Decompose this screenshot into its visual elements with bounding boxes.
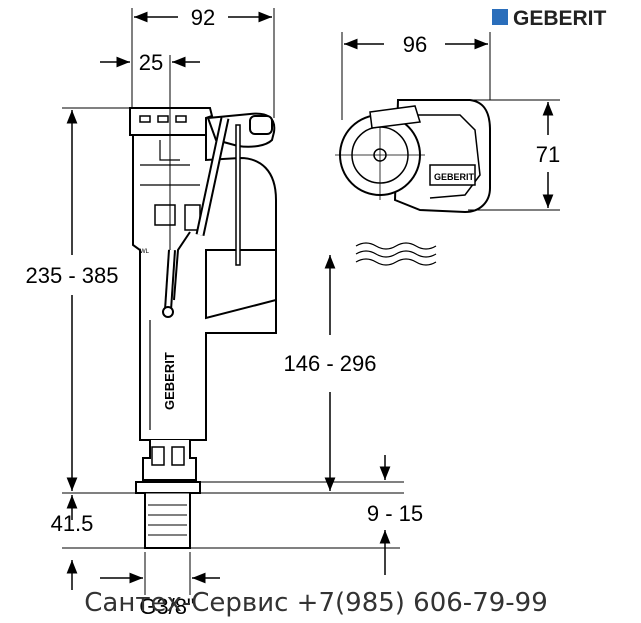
body-logo-text: GEBERIT xyxy=(162,352,177,410)
top-view-logo-text: GEBERIT xyxy=(434,172,475,182)
geberit-logo: GEBERIT xyxy=(492,7,607,30)
dim-width-top: 92 xyxy=(191,5,215,30)
valve-side-view xyxy=(129,107,277,549)
dimension-arrows xyxy=(66,11,554,590)
wl-label: WL xyxy=(140,249,150,255)
dim-shank-adjust: 9 - 15 xyxy=(367,501,423,526)
dim-water-level: 146 - 296 xyxy=(284,351,377,376)
extension-lines xyxy=(62,8,560,595)
dim-width-top-view: 96 xyxy=(403,32,427,57)
logo-text: GEBERIT xyxy=(513,7,607,30)
water-level-waves xyxy=(355,242,437,266)
dim-total-height: 235 - 385 xyxy=(26,263,119,288)
dim-offset-top: 25 xyxy=(139,50,163,75)
valve-top-view xyxy=(335,99,491,214)
watermark-text: Сантех-Сервис +7(985) 606-79-99 xyxy=(84,588,548,618)
dim-depth-top-view: 71 xyxy=(536,142,560,167)
dim-shank-length: 41.5 xyxy=(51,511,94,536)
dim-thread: G3/8" xyxy=(139,594,195,619)
logo-square-icon xyxy=(492,9,508,25)
